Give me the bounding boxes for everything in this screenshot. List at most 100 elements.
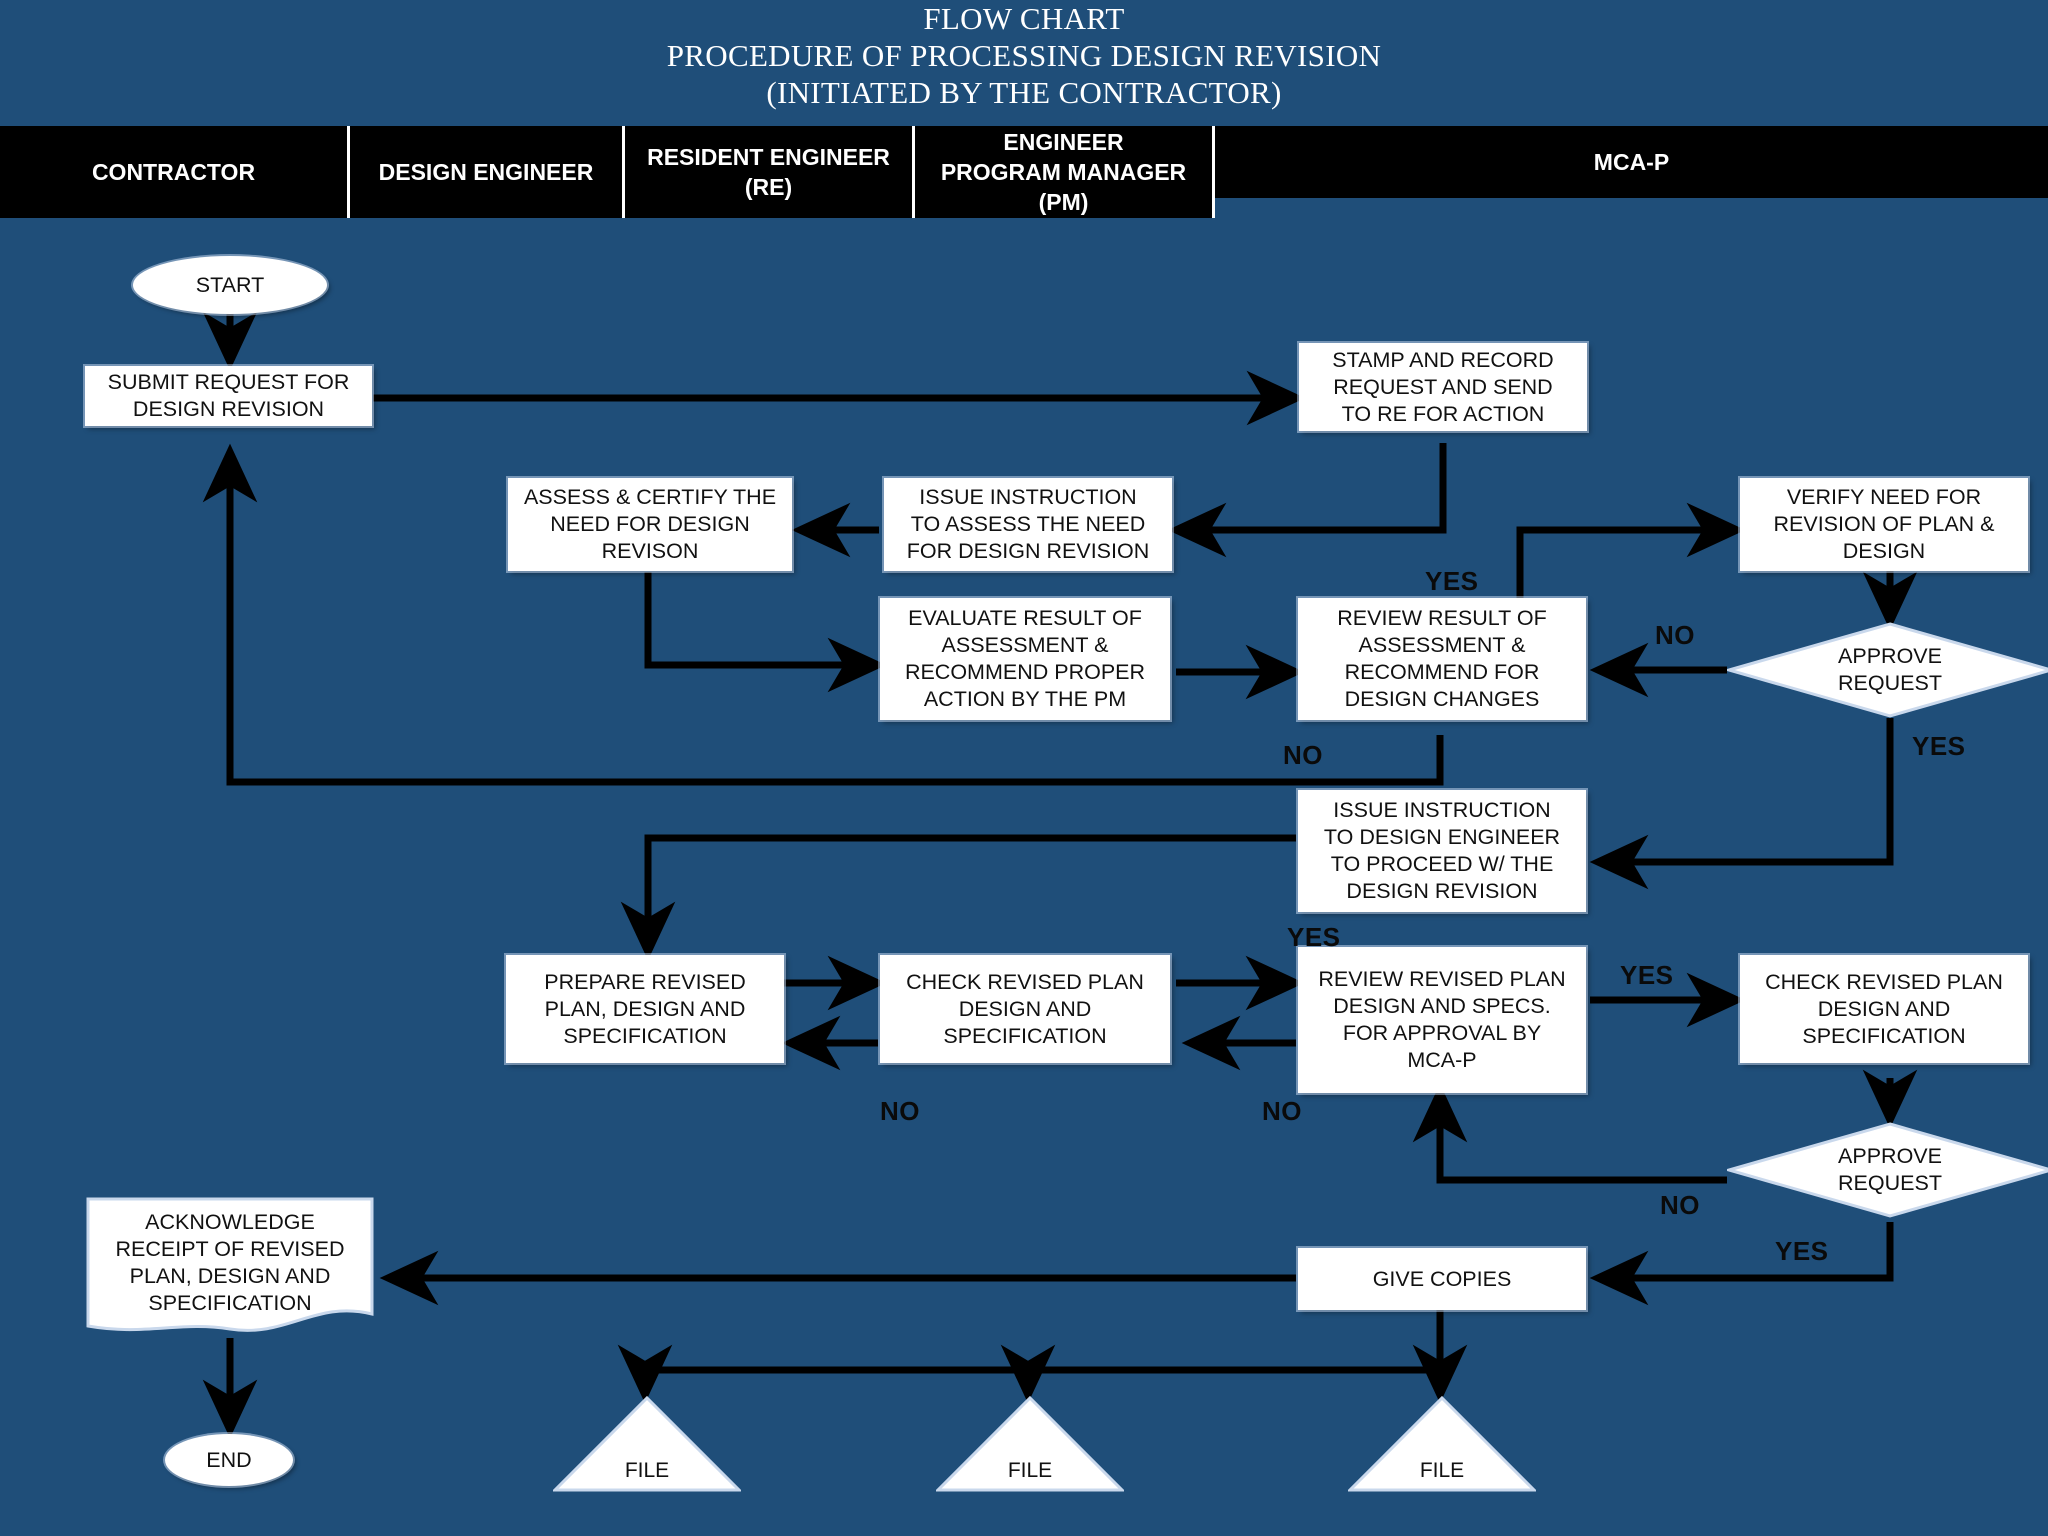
label-no-review-result-text: NO: [1283, 740, 1323, 770]
node-check-re-line-2: DESIGN AND: [958, 996, 1092, 1021]
label-yes-issue-proceed-text: YES: [1287, 922, 1341, 952]
node-ack-line-3: PLAN, DESIGN AND: [129, 1264, 331, 1288]
node-end[interactable]: END: [165, 1434, 293, 1486]
node-prepare-line-3: SPECIFICATION: [563, 1023, 727, 1048]
swimlane-header: CONTRACTOR DESIGN ENGINEER RESIDENT ENGI…: [0, 126, 2048, 218]
lane-label-mcap: MCA-P: [1593, 149, 1670, 175]
node-stamp-line-2: REQUEST AND SEND: [1333, 374, 1553, 399]
node-approve-1-line-1: APPROVE: [1838, 644, 1942, 668]
node-approve-1-line-2: REQUEST: [1838, 671, 1942, 695]
label-yes-approve-1-text: YES: [1912, 731, 1966, 761]
node-evaluate-line-1: EVALUATE RESULT OF: [908, 606, 1142, 630]
node-assess-line-1: ASSESS & CERTIFY THE: [523, 485, 777, 509]
node-start-label: START: [195, 272, 265, 297]
node-stamp-line-1: STAMP AND RECORD: [1332, 347, 1554, 372]
node-start[interactable]: START: [133, 256, 327, 314]
label-no-check-re: NO: [880, 1098, 920, 1124]
node-submit-line-1: SUBMIT REQUEST FOR: [107, 370, 350, 394]
node-file-1[interactable]: FILE: [553, 1396, 741, 1492]
node-acknowledge-label: ACKNOWLEDGE RECEIPT OF REVISED PLAN, DES…: [85, 1209, 375, 1329]
node-issue-proceed-line-3: TO PROCEED W/ THE: [1330, 852, 1554, 876]
label-no-review-revised-text: NO: [1262, 1096, 1302, 1126]
node-issue-proceed-line-2: TO DESIGN ENGINEER: [1323, 825, 1561, 849]
node-assess-line-2: NEED FOR DESIGN: [550, 512, 750, 536]
node-review-revised-line-2: DESIGN AND SPECS.: [1333, 994, 1551, 1018]
node-check-mcap-line-1: CHECK REVISED PLAN: [1765, 969, 2003, 994]
lane-header-engineer-pm: ENGINEER PROGRAM MANAGER (PM): [915, 126, 1215, 218]
node-file-1-label: FILE: [624, 1459, 670, 1482]
lane-header-mcap: MCA-P: [1215, 126, 2048, 198]
node-acknowledge-receipt[interactable]: ACKNOWLEDGE RECEIPT OF REVISED PLAN, DES…: [85, 1196, 375, 1342]
node-evaluate-result-assessment[interactable]: EVALUATE RESULT OF ASSESSMENT & RECOMMEN…: [880, 598, 1170, 720]
node-review-result-line-2: ASSESSMENT &: [1358, 633, 1526, 657]
label-no-approve-1: NO: [1655, 622, 1695, 648]
node-review-result-line-3: RECOMMEND FOR: [1344, 660, 1540, 684]
node-check-re-line-3: SPECIFICATION: [943, 1023, 1107, 1048]
node-approve-request-2[interactable]: APPROVE REQUEST: [1727, 1122, 2048, 1218]
node-assess-certify-need[interactable]: ASSESS & CERTIFY THE NEED FOR DESIGN REV…: [508, 478, 792, 571]
lane-label-program-manager: PROGRAM MANAGER (PM): [940, 159, 1187, 215]
node-review-result-assessment[interactable]: REVIEW RESULT OF ASSESSMENT & RECOMMEND …: [1298, 598, 1586, 720]
node-verify-need-revision[interactable]: VERIFY NEED FOR REVISION OF PLAN & DESIG…: [1740, 478, 2028, 571]
node-evaluate-line-3: RECOMMEND PROPER: [904, 660, 1146, 684]
node-issue-proceed-line-4: DESIGN REVISION: [1346, 879, 1538, 903]
node-ack-line-2: RECEIPT OF REVISED: [115, 1237, 345, 1261]
node-assess-line-3: REVISON: [601, 539, 699, 563]
triangle-shape-1: [553, 1396, 741, 1492]
node-stamp-record-request[interactable]: STAMP AND RECORD REQUEST AND SEND TO RE …: [1299, 343, 1587, 431]
node-review-revised-line-3: FOR APPROVAL BY: [1342, 1021, 1542, 1045]
triangle-shape-2: [936, 1396, 1124, 1492]
node-ack-line-4: SPECIFICATION: [148, 1291, 312, 1315]
node-stamp-line-3: TO RE FOR ACTION: [1341, 401, 1545, 426]
label-yes-review-revised: YES: [1620, 962, 1674, 988]
node-check-revised-plan-re[interactable]: CHECK REVISED PLAN DESIGN AND SPECIFICAT…: [880, 955, 1170, 1063]
node-issue-assess-line-1: ISSUE INSTRUCTION: [919, 485, 1137, 509]
node-approve-2-line-2: REQUEST: [1838, 1171, 1942, 1195]
node-prepare-line-2: PLAN, DESIGN AND: [544, 996, 746, 1021]
lane-label-engineer: ENGINEER: [1003, 129, 1124, 155]
node-prepare-revised-plan[interactable]: PREPARE REVISED PLAN, DESIGN AND SPECIFI…: [506, 955, 784, 1063]
node-file-2[interactable]: FILE: [936, 1396, 1124, 1492]
node-give-copies[interactable]: GIVE COPIES: [1298, 1248, 1586, 1310]
node-end-label: END: [206, 1447, 252, 1472]
triangle-shape-3: [1348, 1396, 1536, 1492]
lane-label-design-engineer: DESIGN ENGINEER: [378, 159, 594, 185]
lane-label-contractor: CONTRACTOR: [91, 159, 256, 185]
node-review-result-line-1: REVIEW RESULT OF: [1337, 606, 1547, 630]
node-evaluate-line-2: ASSESSMENT &: [941, 633, 1109, 657]
node-approve-2-line-1: APPROVE: [1838, 1144, 1942, 1168]
node-check-mcap-line-2: DESIGN AND: [1817, 996, 1951, 1021]
node-approve-request-1[interactable]: APPROVE REQUEST: [1727, 622, 2048, 718]
node-review-revised-line-4: MCA-P: [1407, 1048, 1477, 1072]
label-no-approve-2-text: NO: [1660, 1190, 1700, 1220]
node-check-mcap-line-3: SPECIFICATION: [1802, 1023, 1966, 1048]
title-line-3: (INITIATED BY THE CONTRACTOR): [766, 75, 1282, 110]
node-approve-2-label: APPROVE REQUEST: [1727, 1143, 2048, 1197]
label-no-review-revised: NO: [1262, 1098, 1302, 1124]
node-ack-line-1: ACKNOWLEDGE: [145, 1210, 315, 1234]
title-line-1: FLOW CHART: [923, 1, 1125, 36]
node-issue-proceed-line-1: ISSUE INSTRUCTION: [1333, 798, 1551, 822]
lane-header-design-engineer: DESIGN ENGINEER: [350, 126, 625, 218]
node-review-revised-line-1: REVIEW REVISED PLAN: [1318, 967, 1566, 991]
node-check-revised-plan-mcap[interactable]: CHECK REVISED PLAN DESIGN AND SPECIFICAT…: [1740, 955, 2028, 1063]
node-issue-assess-line-2: TO ASSESS THE NEED: [910, 512, 1146, 536]
node-evaluate-line-4: ACTION BY THE PM: [923, 687, 1127, 711]
node-issue-instruction-assess[interactable]: ISSUE INSTRUCTION TO ASSESS THE NEED FOR…: [884, 478, 1172, 571]
node-issue-instruction-proceed[interactable]: ISSUE INSTRUCTION TO DESIGN ENGINEER TO …: [1298, 790, 1586, 912]
document-shape: [86, 1197, 374, 1332]
label-yes-approve-2: YES: [1775, 1238, 1829, 1264]
node-verify-line-1: VERIFY NEED FOR: [1786, 485, 1982, 509]
node-review-revised-plan[interactable]: REVIEW REVISED PLAN DESIGN AND SPECS. FO…: [1298, 947, 1586, 1093]
node-submit-request[interactable]: SUBMIT REQUEST FOR DESIGN REVISION: [85, 366, 372, 426]
lane-header-contractor: CONTRACTOR: [0, 126, 350, 218]
node-file-3-label: FILE: [1419, 1459, 1465, 1482]
node-approve-1-label: APPROVE REQUEST: [1727, 643, 2048, 697]
node-verify-line-2: REVISION OF PLAN &: [1773, 512, 1995, 536]
node-prepare-line-1: PREPARE REVISED: [544, 969, 746, 994]
node-verify-line-3: DESIGN: [1842, 539, 1926, 563]
node-give-copies-label: GIVE COPIES: [1372, 1266, 1512, 1291]
label-no-approve-1-text: NO: [1655, 620, 1695, 650]
node-file-3[interactable]: FILE: [1348, 1396, 1536, 1492]
